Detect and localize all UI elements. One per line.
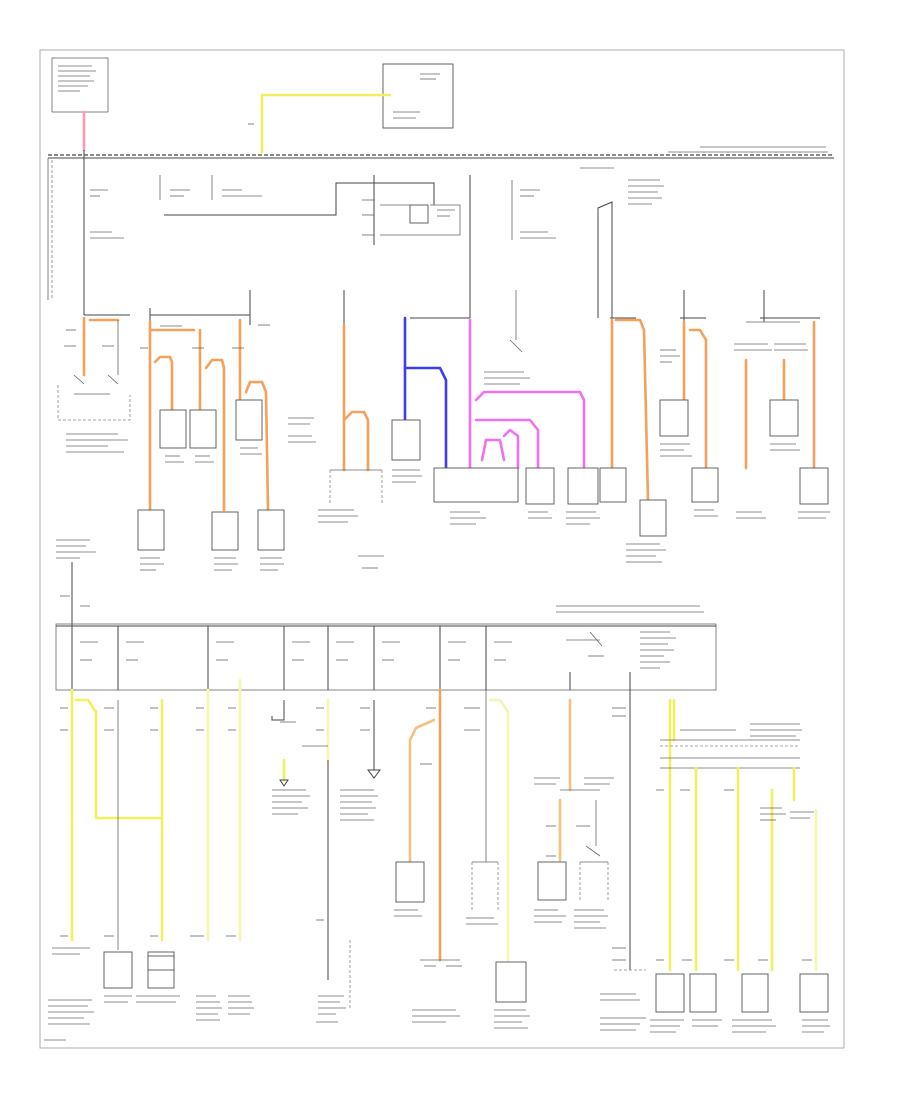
mid-fuses [71, 626, 512, 690]
lower-load-row [48, 678, 830, 1033]
diagram-frame [39, 49, 845, 1049]
yellow-feed-wire [260, 93, 392, 154]
top-fuse-block [47, 57, 834, 318]
top-relay-box [382, 63, 454, 129]
source-block-text [58, 65, 96, 92]
upper-load-row [57, 290, 830, 571]
mid-fuse-block [55, 539, 717, 691]
